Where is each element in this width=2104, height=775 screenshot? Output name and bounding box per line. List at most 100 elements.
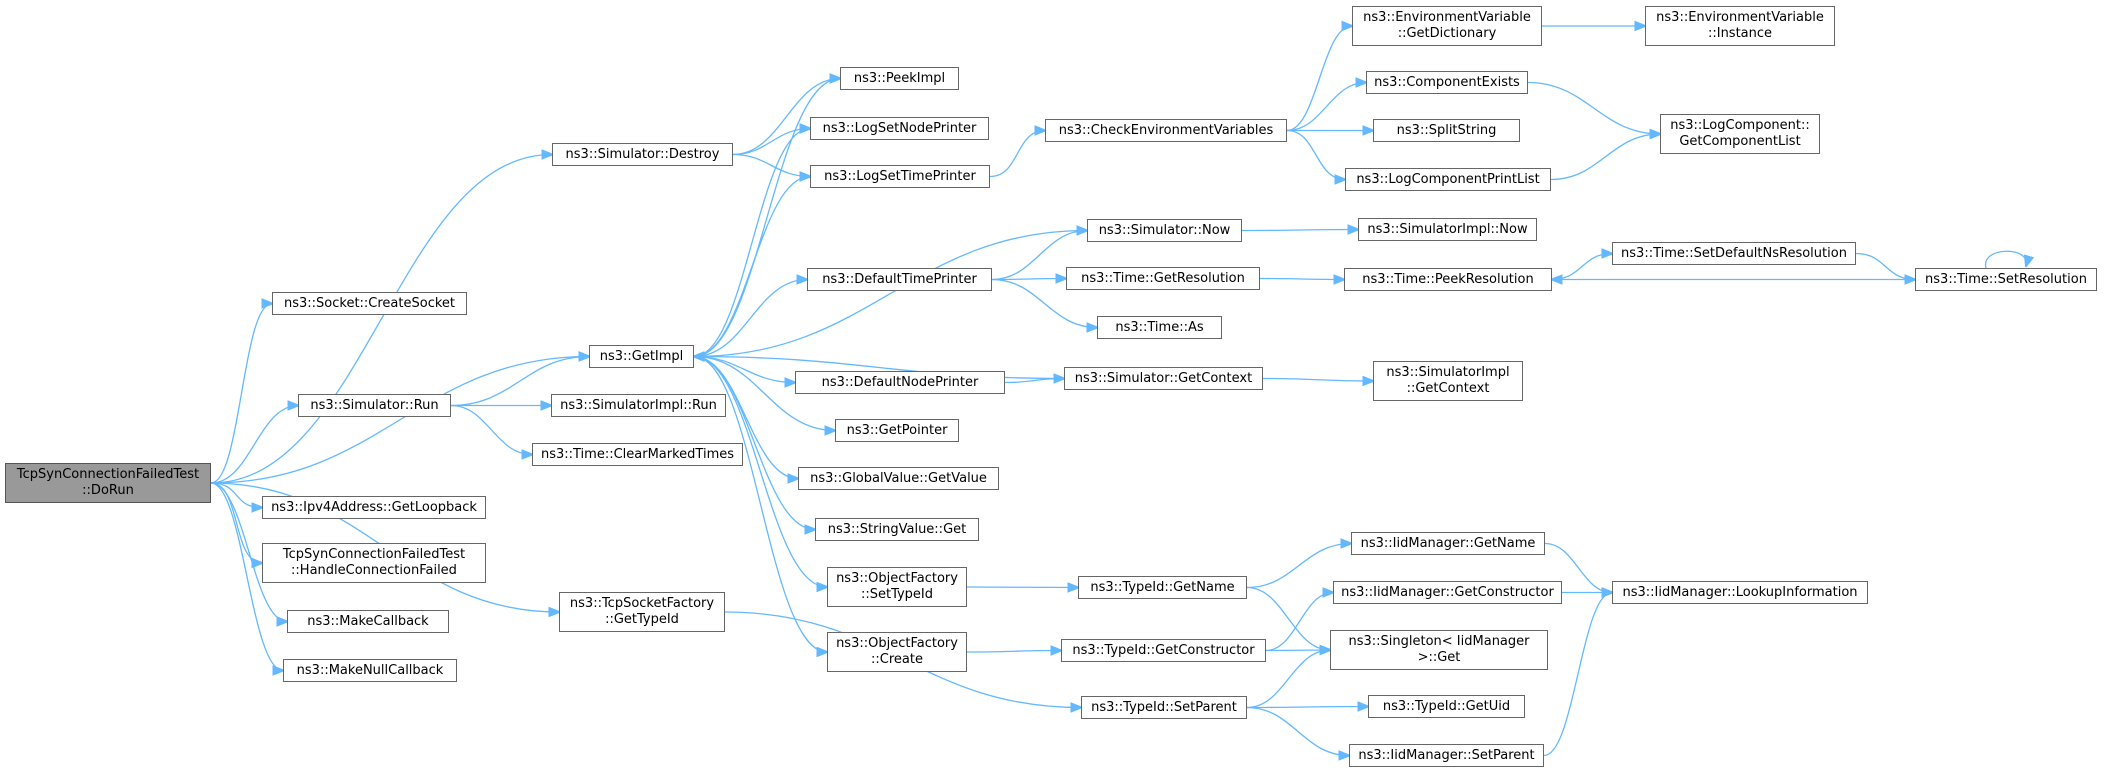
node-handle-connection-failed[interactable]: TcpSynConnectionFailedTest::HandleConnec…: [262, 543, 486, 583]
edge-root-to-makecallback: [210, 482, 287, 622]
edge-root-to-getimpl: [210, 357, 589, 484]
edge-checkenvvars-to-envvar-getdictionary: [1286, 26, 1352, 132]
edge-defaulttimeprinter-to-time-as: [991, 278, 1097, 328]
node-label-line: ns3::StringValue::Get: [827, 521, 967, 537]
node-singleton-get[interactable]: ns3::Singleton< IidManager>::Get: [1330, 630, 1548, 670]
node-label-line: ns3::IidManager::GetConstructor: [1341, 584, 1554, 600]
node-time-setresolution[interactable]: ns3::Time::SetResolution: [1915, 268, 2097, 291]
edge-typeid-getconstructor-to-iidmanager-getconstructor: [1265, 593, 1333, 652]
edge-objectfactory-settypeid-to-typeid-getname: [966, 587, 1078, 588]
node-socket-createsocket[interactable]: ns3::Socket::CreateSocket: [272, 292, 467, 315]
node-makecallback[interactable]: ns3::MakeCallback: [287, 610, 449, 633]
edge-typeid-getname-to-singleton-get: [1246, 586, 1330, 651]
node-typeid-getuid[interactable]: ns3::TypeId::GetUid: [1368, 695, 1525, 718]
node-time-peekresolution[interactable]: ns3::Time::PeekResolution: [1344, 268, 1552, 291]
edge-simulator-now-to-getimpl: [694, 229, 1088, 357]
node-makenullcallback[interactable]: ns3::MakeNullCallback: [283, 659, 457, 682]
node-getpointer[interactable]: ns3::GetPointer: [835, 419, 959, 442]
node-label-line: ns3::IidManager::GetName: [1360, 535, 1536, 551]
node-splitstring[interactable]: ns3::SplitString: [1373, 119, 1520, 142]
node-label-line: ::GetDictionary: [1397, 26, 1497, 41]
node-label-line: ns3::Simulator::Destroy: [565, 146, 720, 162]
node-tcpsocketfactory-gettypeid[interactable]: ns3::TcpSocketFactory::GetTypeId: [559, 592, 725, 632]
node-label-line: ns3::ObjectFactory: [836, 636, 958, 651]
node-label-line: ns3::ComponentExists: [1374, 74, 1520, 90]
edge-logcomponentprintlist-to-logcomponent-getcomponentlist: [1550, 134, 1660, 181]
edge-simulator-destroy-to-peekimpl: [732, 79, 840, 156]
node-envvar-instance[interactable]: ns3::EnvironmentVariable::Instance: [1645, 6, 1835, 46]
node-getimpl[interactable]: ns3::GetImpl: [589, 345, 694, 368]
edge-typeid-getname-to-iidmanager-getname: [1246, 544, 1351, 589]
node-root: TcpSynConnectionFailedTest::DoRun: [5, 463, 211, 503]
node-iidmanager-getconstructor[interactable]: ns3::IidManager::GetConstructor: [1333, 581, 1562, 604]
node-logcomponent-getcomponentlist[interactable]: ns3::LogComponent::GetComponentList: [1660, 114, 1820, 154]
node-envvar-getdictionary[interactable]: ns3::EnvironmentVariable::GetDictionary: [1352, 6, 1542, 46]
node-label-line: ns3::Time::ClearMarkedTimes: [540, 446, 735, 462]
node-stringvalue-get[interactable]: ns3::StringValue::Get: [815, 518, 979, 541]
node-label-line: ns3::Simulator::GetContext: [1074, 370, 1253, 386]
edge-defaulttimeprinter-to-simulator-now: [991, 231, 1087, 281]
node-objectfactory-settypeid[interactable]: ns3::ObjectFactory::SetTypeId: [827, 567, 967, 607]
node-time-as[interactable]: ns3::Time::As: [1097, 316, 1222, 339]
node-peekimpl[interactable]: ns3::PeekImpl: [840, 67, 959, 90]
node-iidmanager-lookupinformation[interactable]: ns3::IidManager::LookupInformation: [1612, 581, 1868, 604]
node-time-getresolution[interactable]: ns3::Time::GetResolution: [1066, 267, 1260, 290]
node-simulator-getcontext[interactable]: ns3::Simulator::GetContext: [1064, 367, 1263, 390]
edge-checkenvvars-to-componentexists: [1286, 83, 1366, 132]
node-logsetnodeprinter[interactable]: ns3::LogSetNodePrinter: [810, 117, 989, 140]
node-simulator-now[interactable]: ns3::Simulator::Now: [1087, 219, 1242, 242]
node-label-line: >::Get: [1417, 650, 1461, 665]
node-label-line: ns3::Time::SetDefaultNsResolution: [1621, 245, 1847, 261]
edge-typeid-setparent-to-singleton-get: [1246, 650, 1330, 709]
node-ipv4-getloopback[interactable]: ns3::Ipv4Address::GetLoopback: [262, 496, 486, 519]
node-objectfactory-create[interactable]: ns3::ObjectFactory::Create: [827, 632, 967, 672]
node-label-line: ns3::LogComponent::: [1670, 118, 1810, 133]
node-label-line: ns3::TcpSocketFactory: [569, 596, 715, 611]
edge-root-to-simulator-destroy: [210, 155, 552, 484]
node-label-line: ns3::MakeCallback: [307, 613, 429, 629]
node-simulator-run[interactable]: ns3::Simulator::Run: [298, 394, 451, 417]
node-logsettimeprinter[interactable]: ns3::LogSetTimePrinter: [810, 165, 990, 188]
node-label-line: ns3::Ipv4Address::GetLoopback: [271, 499, 477, 515]
edge-getimpl-to-getpointer: [693, 355, 835, 431]
node-label-line: TcpSynConnectionFailedTest: [16, 467, 200, 482]
node-label-line: ns3::EnvironmentVariable: [1656, 10, 1824, 25]
edge-root-to-simulator-run: [210, 406, 298, 484]
node-iidmanager-getname[interactable]: ns3::IidManager::GetName: [1351, 532, 1545, 555]
node-simimpl-run[interactable]: ns3::SimulatorImpl::Run: [551, 394, 726, 417]
node-componentexists[interactable]: ns3::ComponentExists: [1366, 71, 1528, 94]
node-defaultnodeprinter[interactable]: ns3::DefaultNodePrinter: [795, 371, 1005, 394]
node-globalvalue-getvalue[interactable]: ns3::GlobalValue::GetValue: [798, 467, 999, 490]
node-label-line: ns3::SplitString: [1396, 122, 1497, 138]
node-checkenvvars[interactable]: ns3::CheckEnvironmentVariables: [1045, 119, 1287, 142]
node-defaulttimeprinter[interactable]: ns3::DefaultTimePrinter: [807, 268, 992, 291]
node-typeid-getname[interactable]: ns3::TypeId::GetName: [1078, 576, 1247, 599]
edge-getimpl-to-objectfactory-settypeid: [693, 355, 827, 588]
node-iidmanager-setparent[interactable]: ns3::IidManager::SetParent: [1349, 744, 1544, 767]
node-label-line: ::DoRun: [82, 483, 134, 498]
edge-getimpl-to-defaulttimeprinter: [693, 280, 807, 358]
node-label-line: ns3::DefaultNodePrinter: [821, 374, 979, 390]
node-time-clearmarkedtimes[interactable]: ns3::Time::ClearMarkedTimes: [532, 443, 743, 466]
node-simimpl-getcontext[interactable]: ns3::SimulatorImpl::GetContext: [1373, 361, 1523, 401]
node-label-line: ns3::DefaultTimePrinter: [822, 271, 977, 287]
node-time-setdefaultnsresolution[interactable]: ns3::Time::SetDefaultNsResolution: [1612, 242, 1856, 265]
node-label-line: ns3::IidManager::SetParent: [1358, 747, 1535, 763]
node-label-line: ::Create: [871, 652, 923, 667]
node-logcomponentprintlist[interactable]: ns3::LogComponentPrintList: [1345, 168, 1551, 191]
edge-getimpl-to-logsettimeprinter: [693, 177, 810, 358]
node-label-line: ::Instance: [1707, 26, 1773, 41]
edge-simulator-run-to-time-clearmarkedtimes: [450, 404, 532, 455]
edge-objectfactory-create-to-typeid-getconstructor: [966, 651, 1061, 653]
node-label-line: ns3::Socket::CreateSocket: [283, 295, 456, 311]
node-typeid-setparent[interactable]: ns3::TypeId::SetParent: [1081, 696, 1247, 719]
edge-root-to-makenullcallback: [210, 482, 283, 671]
node-typeid-getconstructor[interactable]: ns3::TypeId::GetConstructor: [1061, 639, 1266, 662]
node-label-line: ns3::Simulator::Now: [1098, 222, 1231, 238]
edge-getimpl-to-logsetnodeprinter: [693, 129, 810, 358]
node-simulator-destroy[interactable]: ns3::Simulator::Destroy: [552, 143, 733, 166]
node-label-line: ns3::LogSetTimePrinter: [824, 168, 976, 184]
node-label-line: ::SetTypeId: [860, 587, 934, 602]
node-simimpl-now[interactable]: ns3::SimulatorImpl::Now: [1358, 218, 1537, 241]
edge-simulator-run-to-getimpl: [450, 357, 589, 407]
